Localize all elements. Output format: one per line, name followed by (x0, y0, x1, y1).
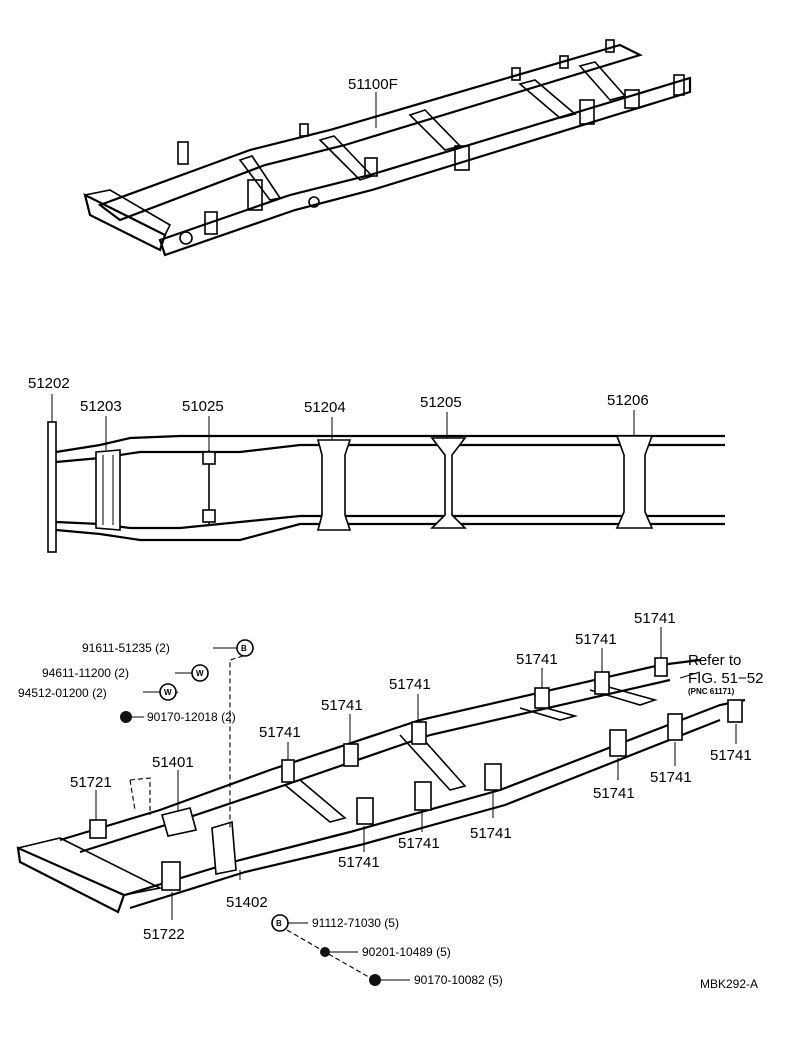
part-label-51401: 51401 (152, 754, 194, 771)
fastener-nut-symbol-top (120, 711, 132, 723)
part-label-51203: 51203 (80, 398, 122, 415)
part-label-51402: 51402 (226, 894, 268, 911)
svg-text:W: W (196, 669, 204, 678)
part-label-51204: 51204 (304, 399, 346, 416)
part-label-51205: 51205 (420, 394, 462, 411)
frame-cushion-assembly: B W W B 91611-51235 (2) 94611-11200 (2) … (16, 610, 763, 987)
part-label-51741: 51741 (710, 747, 752, 764)
part-label-51202: 51202 (28, 375, 70, 392)
fastener-part-91611: 91611-51235 (2) (82, 641, 170, 655)
part-label-51741: 51741 (389, 676, 431, 693)
fastener-bolt-symbol-bottom: B (271, 914, 289, 932)
svg-text:B: B (241, 644, 247, 653)
part-label-51741: 51741 (470, 825, 512, 842)
part-label-51741: 51741 (650, 769, 692, 786)
fastener-bolt-symbol-top: B (236, 639, 254, 657)
part-label-51741: 51741 (398, 835, 440, 852)
part-label-51741: 51741 (634, 610, 676, 627)
fastener-washer-symbol-2: W (159, 683, 177, 701)
part-label-51100F: 51100F (348, 76, 398, 93)
frame-assembly-isometric: 51100F (83, 39, 692, 257)
refer-note-line1: Refer to (688, 652, 741, 669)
refer-note-line2: FIG. 51−52 (688, 670, 763, 687)
fastener-part-94512: 94512-01200 (2) (18, 686, 107, 700)
diagram-code: MBK292-A (700, 977, 758, 991)
frame-top-view: 51202 51203 51025 51204 51205 51206 (28, 375, 725, 553)
fastener-part-91112: 91112-71030 (5) (312, 916, 399, 930)
part-label-51721: 51721 (70, 774, 112, 791)
fastener-part-90201: 90201-10489 (5) (362, 945, 451, 959)
part-label-51206: 51206 (607, 392, 649, 409)
svg-text:W: W (164, 688, 172, 697)
fastener-washer-symbol-1: W (191, 664, 209, 682)
part-label-51741: 51741 (575, 631, 617, 648)
part-label-51741: 51741 (338, 854, 380, 871)
refer-note-pnc: (PNC 61171) (688, 687, 735, 696)
part-label-51741: 51741 (321, 697, 363, 714)
fastener-nut-symbol-bottom (369, 974, 381, 986)
part-label-51741: 51741 (516, 651, 558, 668)
part-label-51741: 51741 (593, 785, 635, 802)
fastener-washer-symbol-bottom (320, 947, 330, 957)
part-label-51025: 51025 (182, 398, 224, 415)
part-label-51722: 51722 (143, 926, 185, 943)
fastener-part-90170-12018: 90170-12018 (2) (147, 710, 236, 724)
svg-text:B: B (276, 919, 282, 928)
fastener-part-94611: 94611-11200 (2) (42, 666, 129, 680)
part-label-51741: 51741 (259, 724, 301, 741)
fastener-part-90170-10082: 90170-10082 (5) (414, 973, 503, 987)
